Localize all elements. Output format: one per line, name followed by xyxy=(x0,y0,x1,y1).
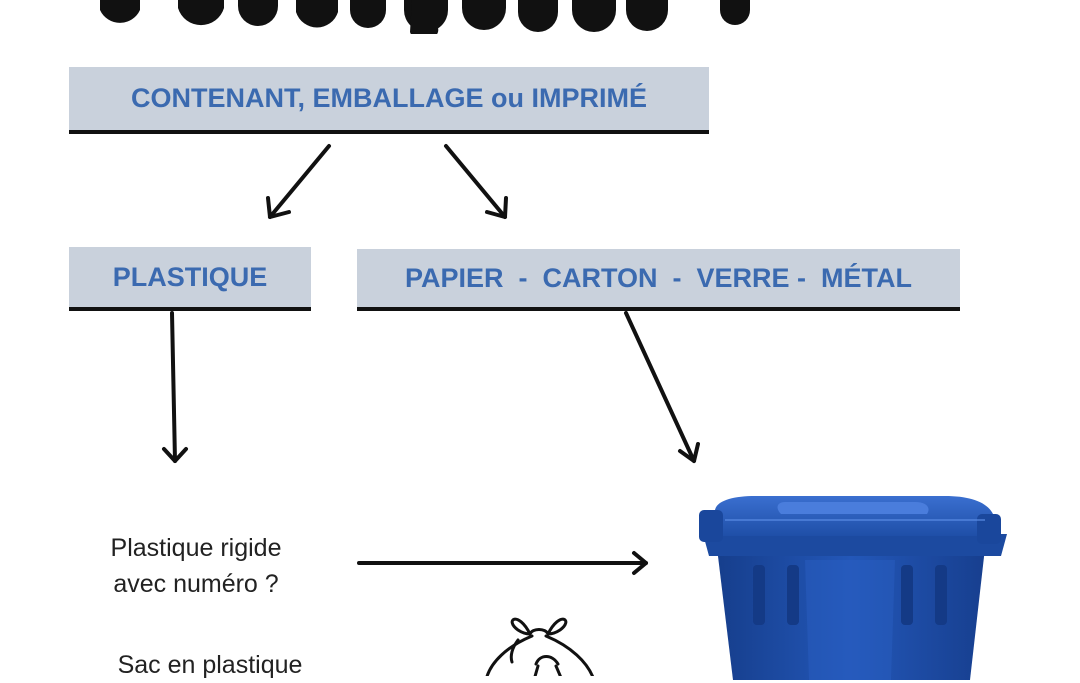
arrow-top-to-plastique xyxy=(266,144,331,219)
question-bag-line1: Sac en plastique xyxy=(117,651,303,679)
box-papier-carton-verre-metal: PAPIER - CARTON - VERRE - MÉTAL xyxy=(357,249,960,311)
arrow-papier-to-bin xyxy=(624,311,700,463)
box-contenant-label: CONTENANT, EMBALLAGE ou IMPRIMÉ xyxy=(131,83,647,113)
box-plastique-label: PLASTIQUE xyxy=(112,261,268,292)
question-sac-plastique: Sac en plastique xyxy=(70,647,350,683)
cropped-title xyxy=(0,0,1080,34)
question-plastique-rigide: Plastique rigide avec numéro ? xyxy=(70,530,322,602)
arrow-top-to-papier xyxy=(444,144,508,219)
box-contenant-emballage-imprime: CONTENANT, EMBALLAGE ou IMPRIMÉ xyxy=(69,67,709,134)
box-papier-label: PAPIER - CARTON - VERRE - MÉTAL xyxy=(404,262,912,293)
tied-plastic-bag-icon xyxy=(485,617,594,676)
cropped-title-shapes xyxy=(100,0,750,34)
question-rigid-line2: avec numéro ? xyxy=(113,570,279,598)
question-rigid-line1: Plastique rigide xyxy=(110,534,282,562)
blue-recycling-bin-icon xyxy=(699,496,1007,680)
arrow-rigid-to-bin xyxy=(357,551,648,575)
arrow-plastique-down xyxy=(162,311,188,463)
box-plastique: PLASTIQUE xyxy=(69,247,311,311)
